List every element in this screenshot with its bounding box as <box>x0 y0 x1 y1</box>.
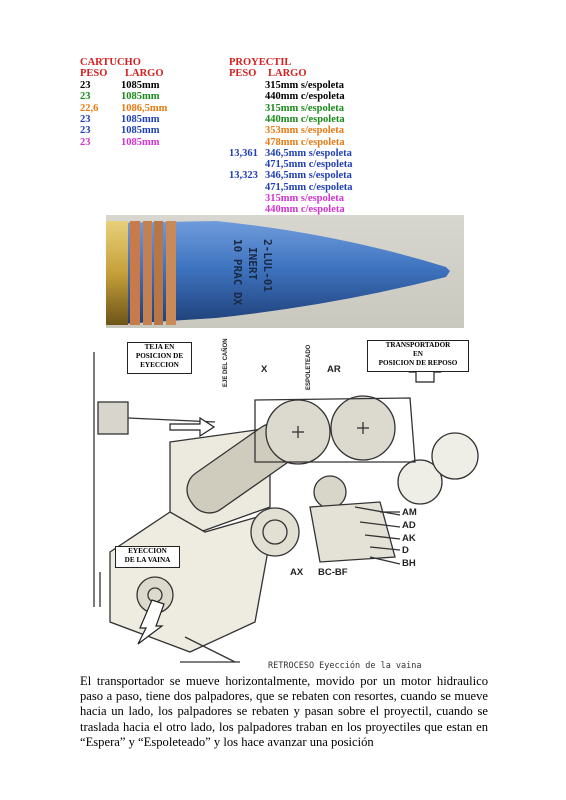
cartucho-peso-cell: 23 <box>80 91 91 103</box>
cartucho-peso-cell: 23 <box>80 136 91 148</box>
label-espoleteado: ESPOLETEADO <box>306 344 312 390</box>
cartucho-largo-cell: 1086,5mm <box>121 102 168 114</box>
proyectil-largo-cell: 440mm c/espoleta <box>265 204 345 216</box>
cartucho-largo-cell: 1085mm <box>121 125 160 137</box>
proyectil-peso-cell: 13,361 <box>229 147 258 159</box>
label-ar: AR <box>327 364 341 375</box>
cartucho-peso-cell: 23 <box>80 113 91 125</box>
proyectil-peso-cell: 13,323 <box>229 170 258 182</box>
label-eyeccion-vaina: EYECCION DE LA VAINA <box>115 546 180 568</box>
proyectil-largo-cell: 478mm c/espoleta <box>265 136 345 148</box>
cartucho-peso-cell: 22,6 <box>80 102 99 114</box>
description-paragraph: El transportador se mueve horizontalment… <box>80 674 488 749</box>
proyectil-largo-cell: 471,5mm c/espoleta <box>265 181 353 193</box>
diagram-caption: RETROCESO Eyección de la vaina <box>268 660 422 671</box>
proyectil-largo-cell: 346,5mm s/espoleta <box>265 147 352 159</box>
label-ad: AD <box>402 520 416 531</box>
proyectil-largo-cell: 315mm s/espoleta <box>265 80 345 91</box>
mechanism-drawing: X AR AM AD AK D BH AX BC-BF EJE DEL CAÑO… <box>93 338 479 671</box>
label-ak: AK <box>402 533 416 544</box>
label-bh: BH <box>402 558 416 569</box>
cartucho-peso-cell: 23 <box>80 80 91 91</box>
right-arrow-icon <box>169 416 216 438</box>
proyectil-largo-cell: 471,5mm c/espoleta <box>265 159 353 171</box>
peso-col-header: PESO <box>80 68 108 79</box>
label-ax: AX <box>290 567 304 578</box>
label-eje-del-canon: EJE DEL CAÑON <box>222 338 229 387</box>
proyectil-largo-cell: 440mm c/espoleta <box>265 113 345 125</box>
cartucho-largo-cell: 1085mm <box>121 91 160 103</box>
label-bc-bf: BC-BF <box>318 567 348 578</box>
proyectil-largo-cell: 315mm s/espoleta <box>265 193 345 204</box>
stencil-text-2: INERT <box>246 247 259 280</box>
proyectil-largo-cell: 353mm s/espoleta <box>265 125 345 137</box>
shell-photo: 10 PRAC DX INERT 2-LUL-01 <box>106 215 464 328</box>
proyectil-header: PROYECTIL <box>229 57 292 68</box>
label-transportador-reposo: TRANSPORTADOR EN POSICION DE REPOSO <box>367 340 469 372</box>
cartucho-largo-cell: 1085mm <box>121 113 160 125</box>
label-d: D <box>402 545 409 556</box>
label-x: X <box>261 364 268 375</box>
cartucho-header: CARTUCHO <box>80 57 141 68</box>
largo-col-header: LARGO <box>125 68 164 79</box>
proyectil-largo-cell: 315mm s/espoleta <box>265 102 345 114</box>
proyectil-largo-header: LARGO <box>268 68 307 79</box>
cartucho-largo-cell: 1085mm <box>121 80 160 91</box>
stencil-text-1: 10 PRAC DX <box>231 239 244 306</box>
down-arrow-icon <box>137 599 165 645</box>
stencil-text-3: 2-LUL-01 <box>261 239 274 292</box>
label-teja-posicion-eyeccion: TEJA EN POSICION DE EYECCION <box>127 342 192 374</box>
cartucho-largo-cell: 1085mm <box>121 136 160 148</box>
proyectil-largo-cell: 346,5mm s/espoleta <box>265 170 352 182</box>
proyectil-peso-header: PESO <box>229 68 257 79</box>
mechanism-diagram: X AR AM AD AK D BH AX BC-BF EJE DEL CAÑO… <box>80 332 490 674</box>
label-am: AM <box>402 507 417 518</box>
cartucho-peso-cell: 23 <box>80 125 91 137</box>
proyectil-largo-cell: 440mm c/espoleta <box>265 91 345 103</box>
